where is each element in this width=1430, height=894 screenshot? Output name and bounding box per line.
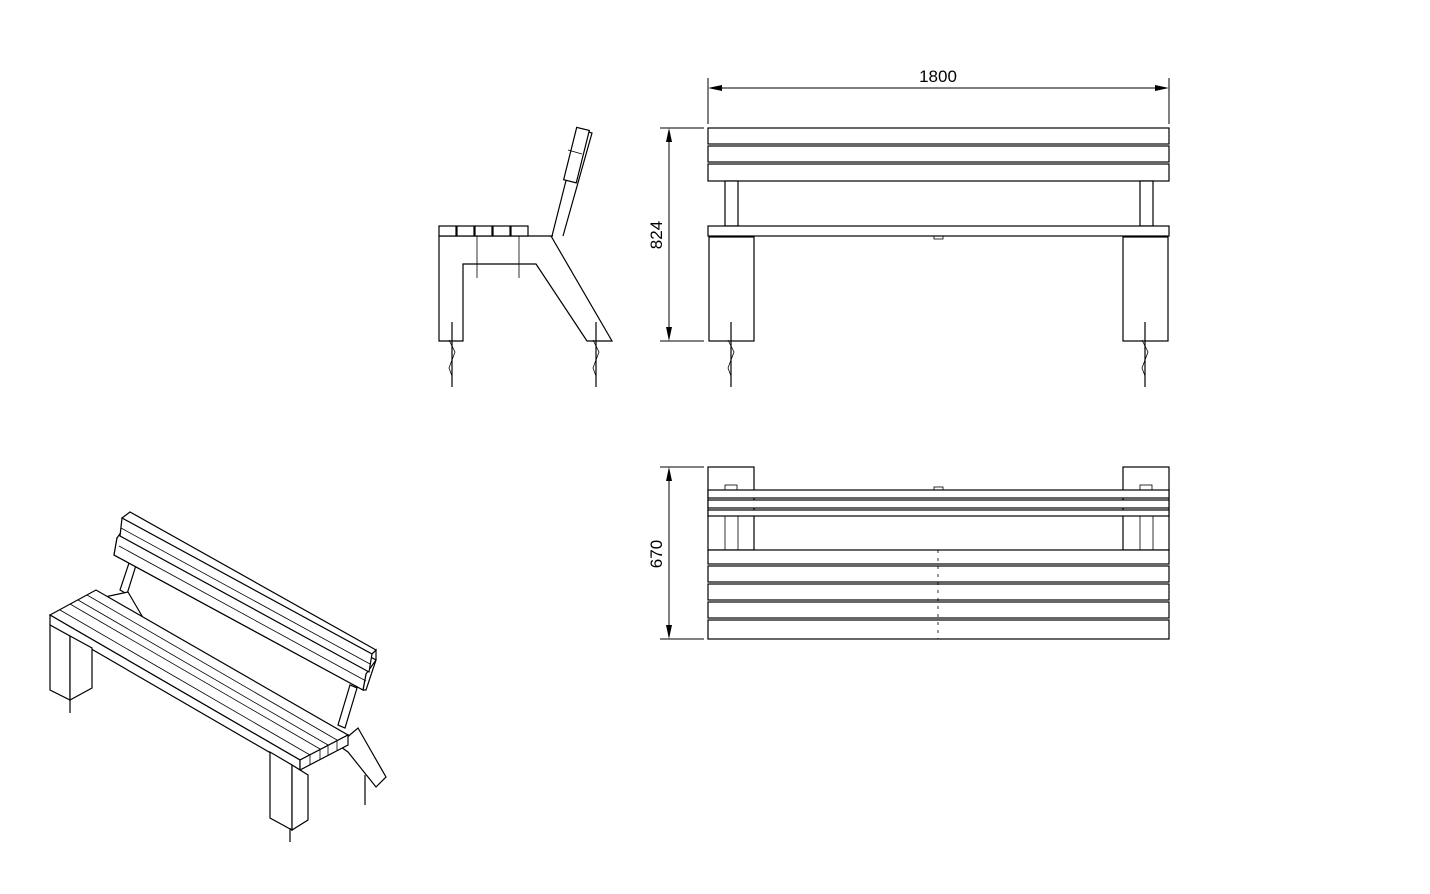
width-dimension: 1800 xyxy=(707,67,1170,124)
height-dimension: 824 xyxy=(647,127,704,342)
depth-dimension: 670 xyxy=(647,466,704,640)
top-view xyxy=(707,466,1170,640)
isometric-view xyxy=(48,511,387,842)
width-dimension-label: 1800 xyxy=(919,67,957,86)
depth-dimension-label: 670 xyxy=(647,540,666,568)
front-view xyxy=(707,127,1170,387)
side-view xyxy=(438,126,614,387)
height-dimension-label: 824 xyxy=(647,221,666,249)
